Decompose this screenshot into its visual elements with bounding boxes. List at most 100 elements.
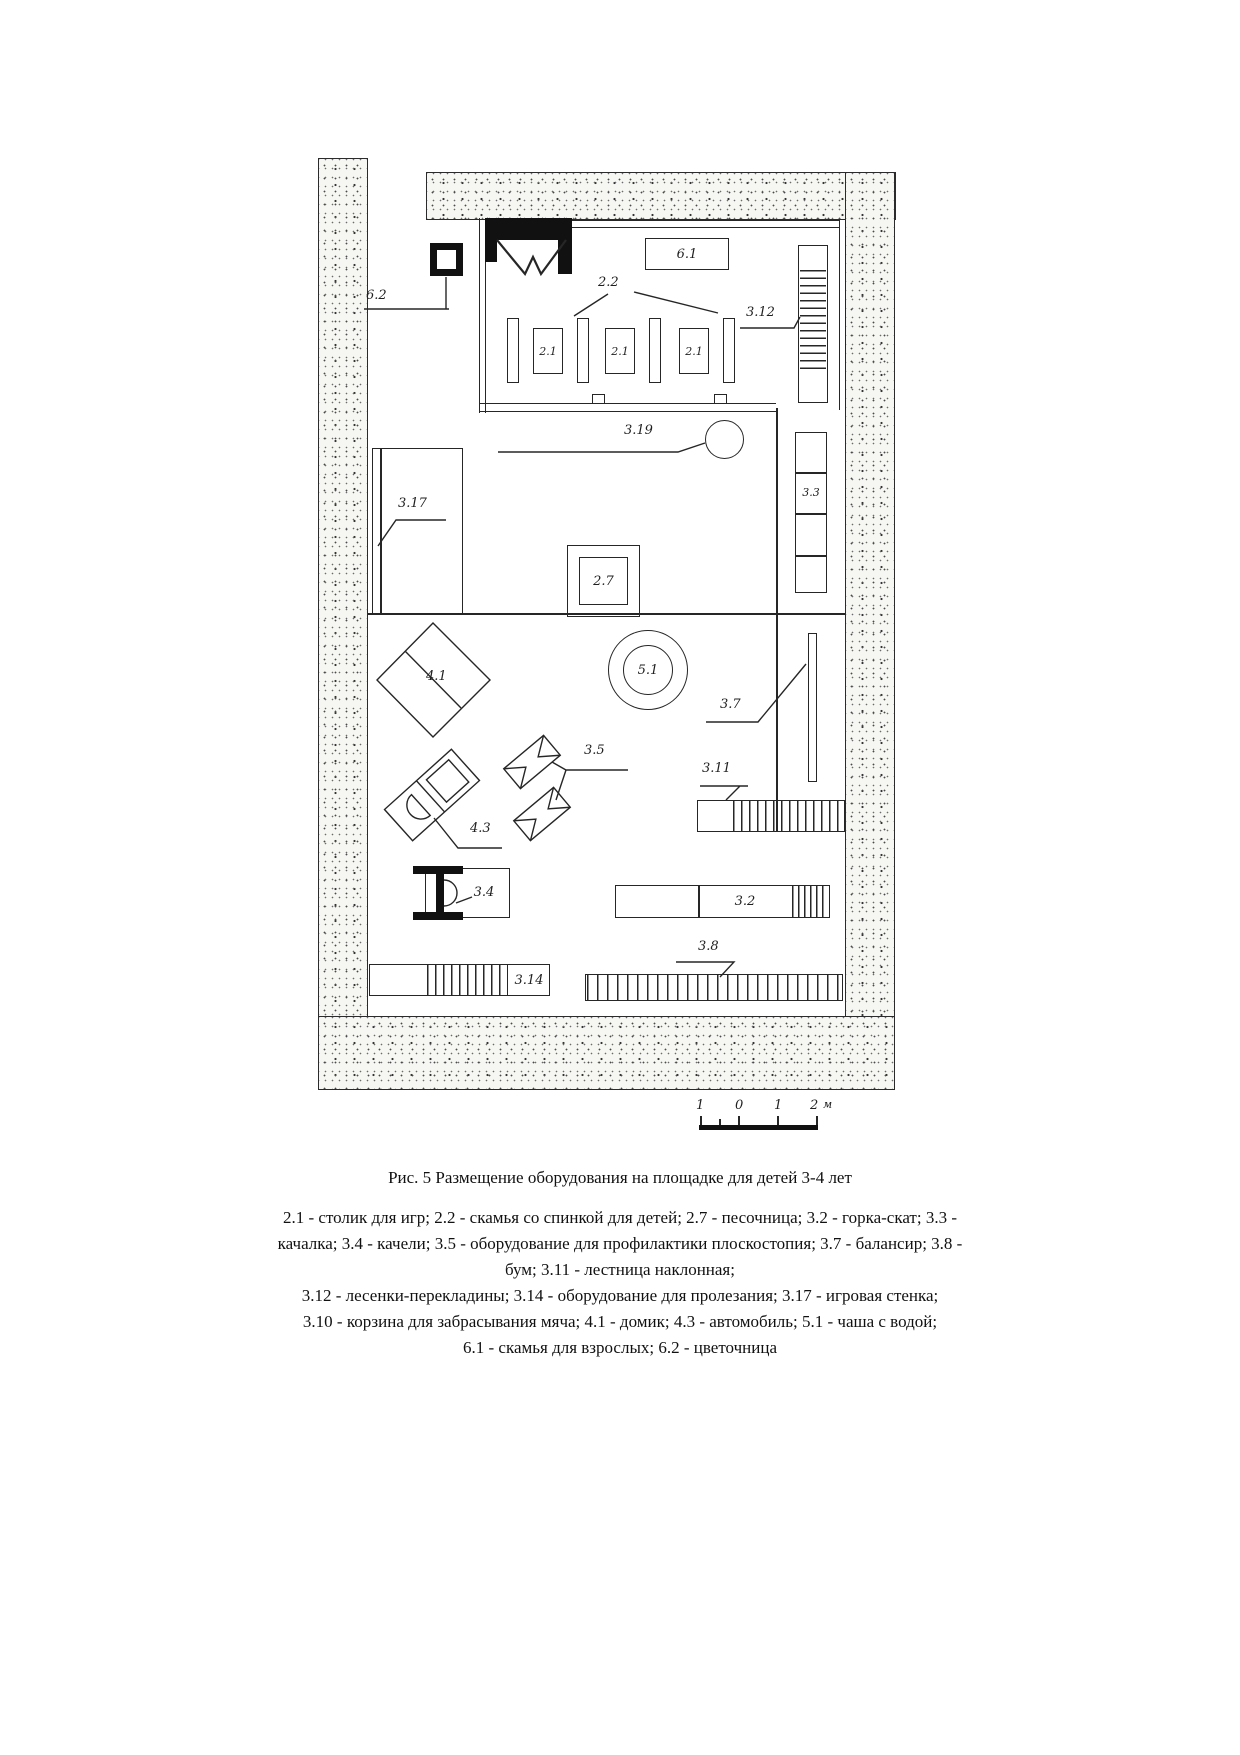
adult-bench: 6.1 bbox=[645, 238, 729, 270]
water-bowl-label: 5.1 bbox=[637, 662, 659, 678]
balancer-leader bbox=[706, 663, 807, 723]
swing-frame-post bbox=[436, 866, 444, 920]
game-table: 2.1 bbox=[533, 328, 563, 374]
car-label: 4.3 bbox=[470, 821, 491, 836]
slide-label: 3.2 bbox=[734, 894, 756, 909]
sandpit-outer bbox=[567, 545, 640, 617]
child-bench-label: 2.2 bbox=[598, 275, 619, 290]
scale-number: 0 bbox=[735, 1098, 744, 1113]
scale-number: 1 bbox=[774, 1098, 783, 1113]
rung-ladder-label: 3.12 bbox=[746, 305, 775, 320]
balance-beam bbox=[585, 974, 843, 1001]
legend-line: 3.10 - корзина для забрасывания мяча; 4.… bbox=[302, 1312, 938, 1331]
game-table: 2.1 bbox=[605, 328, 635, 374]
rung-ladder-leader bbox=[740, 316, 801, 329]
legend-line: 6.1 - скамья для взрослых; 6.2 - цветочн… bbox=[462, 1338, 777, 1357]
courtyard-wall-right bbox=[839, 220, 846, 410]
car-icon bbox=[383, 748, 481, 842]
legend-line: 2.1 - столик для игр; 2.2 - скамья со сп… bbox=[282, 1208, 957, 1227]
car-leader bbox=[433, 817, 502, 849]
scale-bar: 1 0 1 2 м bbox=[695, 1098, 835, 1134]
house-icon bbox=[376, 622, 491, 738]
legend-line: качалка; 3.4 - качели; 3.5 - оборудовани… bbox=[277, 1234, 963, 1253]
foot-equipment-label: 3.5 bbox=[584, 743, 605, 758]
flowerbox-icon bbox=[430, 243, 463, 276]
scale-bar-line bbox=[699, 1125, 818, 1130]
rocker-divider bbox=[796, 472, 826, 474]
figure-legend: 2.1 - столик для игр; 2.2 - скамья со сп… bbox=[200, 1205, 1040, 1361]
scale-unit: м bbox=[823, 1098, 833, 1111]
entrance-canopy-arm-right bbox=[558, 240, 572, 274]
play-wall-label: 3.17 bbox=[398, 496, 427, 511]
play-wall bbox=[372, 448, 463, 615]
inclined-ladder-leader bbox=[700, 785, 748, 801]
entrance-zigzag-icon bbox=[496, 239, 567, 277]
child-bench-bar bbox=[723, 318, 735, 383]
play-wall-leader bbox=[377, 519, 446, 547]
scale-number: 1 bbox=[696, 1098, 705, 1113]
fence-post bbox=[714, 394, 727, 404]
ball-basket-leader bbox=[498, 442, 706, 453]
path-line bbox=[776, 408, 778, 832]
inclined-ladder-label: 3.11 bbox=[702, 761, 731, 776]
legend-line: 3.12 - лесенки-перекладины; 3.14 - обору… bbox=[301, 1286, 939, 1305]
balance-beam-leader bbox=[676, 961, 736, 978]
rung-ladder-rungs bbox=[800, 270, 826, 375]
foot-equipment-icon bbox=[502, 734, 562, 790]
slide bbox=[615, 885, 830, 918]
child-bench-bar bbox=[507, 318, 519, 383]
scale-tick bbox=[738, 1116, 740, 1125]
game-table: 2.1 bbox=[679, 328, 709, 374]
scale-tick bbox=[816, 1116, 818, 1125]
ball-basket-label: 3.19 bbox=[624, 423, 653, 438]
game-table-label: 2.1 bbox=[611, 344, 629, 358]
balance-beam-label: 3.8 bbox=[698, 939, 719, 954]
sandpit-label: 2.7 bbox=[593, 573, 614, 589]
greenery-band-bottom bbox=[318, 1016, 895, 1090]
rocker bbox=[795, 432, 827, 593]
fence-post bbox=[592, 394, 605, 404]
greenery-band-right bbox=[845, 172, 895, 1090]
child-bench-bar bbox=[649, 318, 661, 383]
balancer-label: 3.7 bbox=[720, 697, 741, 712]
balancer bbox=[808, 633, 817, 782]
inclined-ladder-rungs bbox=[733, 801, 843, 831]
greenery-band-top bbox=[426, 172, 896, 220]
ground-line bbox=[368, 613, 845, 615]
sandpit-inner: 2.7 bbox=[579, 557, 628, 605]
slide-hatch bbox=[792, 886, 828, 917]
game-table-label: 2.1 bbox=[539, 344, 557, 358]
flowerbox-label: 6.2 bbox=[366, 288, 387, 303]
scale-tick bbox=[700, 1116, 702, 1125]
courtyard-wall-bottom bbox=[479, 403, 776, 412]
crawl-equipment-rungs bbox=[427, 965, 508, 995]
house-label: 4.1 bbox=[426, 669, 447, 684]
figure-caption: Рис. 5 Размещение оборудования на площад… bbox=[388, 1168, 852, 1187]
scale-tick bbox=[777, 1116, 779, 1125]
play-wall-inner-edge bbox=[380, 449, 382, 614]
water-bowl-inner: 5.1 bbox=[623, 645, 673, 695]
balance-beam-rungs bbox=[587, 975, 841, 1000]
legend-line: бум; 3.11 - лестница наклонная; bbox=[505, 1260, 735, 1279]
scale-tick bbox=[719, 1119, 721, 1125]
crawl-equipment-label: 3.14 bbox=[514, 972, 544, 988]
rocker-divider bbox=[796, 555, 826, 557]
ball-basket-icon bbox=[705, 420, 744, 459]
adult-bench-label: 6.1 bbox=[676, 246, 698, 262]
child-bench-leaders bbox=[573, 291, 719, 317]
swing bbox=[425, 868, 510, 918]
swing-leader bbox=[455, 896, 473, 904]
greenery-band-left bbox=[318, 158, 368, 1090]
rung-ladder bbox=[798, 245, 828, 403]
flowerbox-leader bbox=[364, 277, 449, 310]
rocker-divider bbox=[796, 513, 826, 515]
scale-number: 2 bbox=[810, 1098, 819, 1113]
inclined-ladder bbox=[697, 800, 845, 832]
swing-seat-icon bbox=[443, 879, 458, 907]
entrance-canopy-bar bbox=[485, 218, 572, 240]
swing-label: 3.4 bbox=[473, 884, 495, 900]
slide-divider bbox=[698, 886, 700, 917]
crawl-equipment bbox=[369, 964, 550, 996]
rocker-label: 3.3 bbox=[802, 485, 820, 499]
foot-equipment-icon bbox=[512, 786, 572, 842]
